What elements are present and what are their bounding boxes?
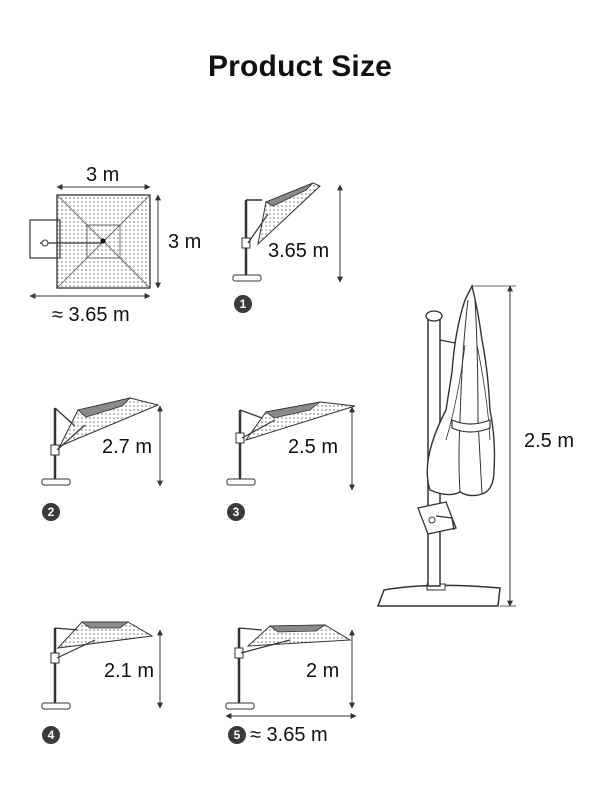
position-2-height-label: 2.7 m <box>102 436 153 458</box>
umbrella-position-3 <box>226 401 356 486</box>
position-1-badge: 1 <box>234 295 252 313</box>
umbrella-position-1 <box>232 182 321 282</box>
position-2-badge: 2 <box>42 503 60 521</box>
position-4-badge: 4 <box>42 726 60 744</box>
umbrella-position-4 <box>41 621 154 710</box>
position-4-height-label: 2.1 m <box>104 660 155 682</box>
position-5-reach-label: ≈ 3.65 m <box>250 724 328 746</box>
page-title: Product Size <box>207 50 393 83</box>
top-width-label: 3 m <box>86 164 120 186</box>
closed-umbrella-drawing <box>376 283 501 607</box>
position-1-height-label: 3.65 m <box>268 240 330 262</box>
position-5-height-label: 2 m <box>306 660 340 682</box>
top-overall-label: ≈ 3.65 m <box>52 304 130 326</box>
umbrella-position-5 <box>225 624 352 710</box>
umbrella-position-2 <box>41 397 160 486</box>
position-5-badge: 5 <box>228 726 246 744</box>
closed-height-label: 2.5 m <box>524 430 575 452</box>
position-3-badge: 3 <box>227 503 245 521</box>
position-3-height-label: 2.5 m <box>288 436 339 458</box>
top-view-drawing <box>29 194 151 289</box>
top-depth-label: 3 m <box>168 231 202 253</box>
